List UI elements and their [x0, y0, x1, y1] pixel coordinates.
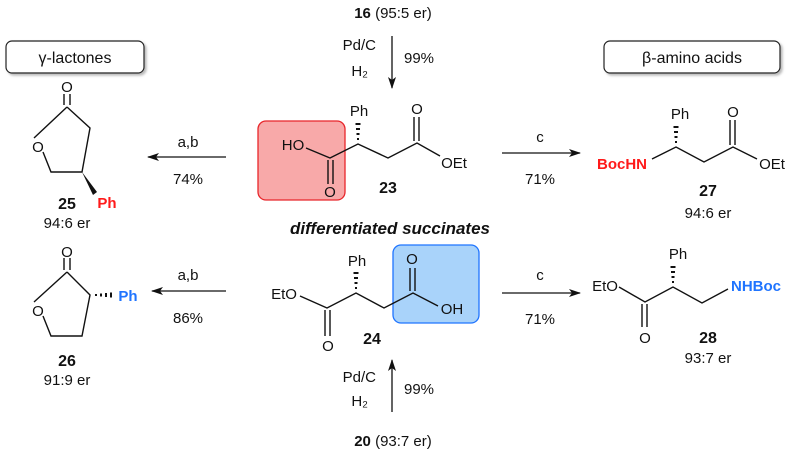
conditions-label: a,b [178, 134, 199, 151]
compound-number: 24 [363, 331, 381, 348]
hashed-wedge [673, 126, 679, 143]
atom-ph: Ph [669, 246, 687, 263]
er-value: 94:6 er [685, 205, 732, 222]
compound-number: 23 [379, 180, 397, 197]
yield-top: 99% [404, 50, 434, 67]
atom-ph: Ph [671, 106, 689, 123]
compound-27: BocHN Ph O OEt 27 94:6 er [597, 104, 786, 222]
atom-ph-blue: Ph [118, 288, 137, 305]
atom-o: O [727, 104, 739, 121]
atom-oet: OEt [759, 156, 786, 173]
compound-number: 27 [699, 183, 717, 200]
atom-o: O [61, 244, 73, 261]
er-value: 94:6 er [44, 215, 91, 232]
reactant-20: 20 (93:7 er) [354, 433, 432, 450]
conditions-label: a,b [178, 267, 199, 284]
atom-ph: Ph [350, 103, 368, 120]
yield-bottom: 99% [404, 381, 434, 398]
reagent-h2-bottom: H₂ [351, 393, 368, 410]
hashed-wedge [670, 266, 676, 283]
bold-wedge [82, 172, 97, 195]
acid-highlight-red [257, 120, 346, 201]
atom-oet: OEt [441, 155, 468, 172]
category-gamma-lactones: γ-lactones [5, 40, 145, 74]
atom-o: O [324, 184, 336, 201]
yield-label: 86% [173, 310, 203, 327]
yield-label: 71% [525, 171, 555, 188]
atom-nhboc-blue: NHBoc [731, 278, 781, 295]
er-value: 93:7 er [685, 350, 732, 367]
atom-bochn-red: BocHN [597, 156, 647, 173]
hashed-wedge [353, 272, 359, 289]
atom-eto: EtO [271, 286, 297, 303]
category-label: γ-lactones [39, 50, 112, 67]
center-label: differentiated succinates [290, 219, 490, 238]
yield-label: 71% [525, 311, 555, 328]
atom-eto: EtO [592, 278, 618, 295]
atom-o: O [411, 101, 423, 118]
atom-o: O [322, 338, 334, 355]
acid-highlight-blue [392, 244, 480, 324]
atom-ph-red: Ph [97, 195, 116, 212]
conditions-label: c [536, 267, 544, 284]
compound-number: 28 [699, 330, 717, 347]
category-label: β-amino acids [642, 50, 742, 67]
atom-o: O [32, 303, 44, 320]
compound-number: 26 [58, 353, 76, 370]
atom-o: O [406, 251, 418, 268]
category-beta-amino-acids: β-amino acids [603, 40, 781, 74]
hashed-wedge [355, 123, 361, 140]
er-value: 91:9 er [44, 372, 91, 389]
atom-ph: Ph [348, 253, 366, 270]
reagent-pdc-bottom: Pd/C [343, 369, 377, 386]
atom-o: O [639, 330, 651, 347]
compound-25: O O Ph 25 94:6 er [32, 79, 116, 232]
reagent-h2-top: H₂ [351, 63, 368, 80]
reactant-16: 16 (95:5 er) [354, 5, 432, 22]
atom-oh: OH [441, 301, 464, 318]
atom-o: O [61, 79, 73, 96]
hashed-wedge [95, 292, 112, 298]
yield-label: 74% [173, 171, 203, 188]
reagent-pdc-top: Pd/C [343, 37, 377, 54]
compound-28: EtO Ph O NHBoc 28 93:7 er [592, 246, 781, 367]
compound-23: HO Ph O O OEt 23 [257, 101, 468, 201]
atom-ho: HO [282, 137, 305, 154]
atom-o: O [32, 139, 44, 156]
compound-26: O O Ph 26 91:9 er [32, 244, 137, 389]
compound-number: 25 [58, 196, 76, 213]
conditions-label: c [536, 129, 544, 146]
compound-24: EtO Ph O O OH 24 [271, 244, 480, 355]
